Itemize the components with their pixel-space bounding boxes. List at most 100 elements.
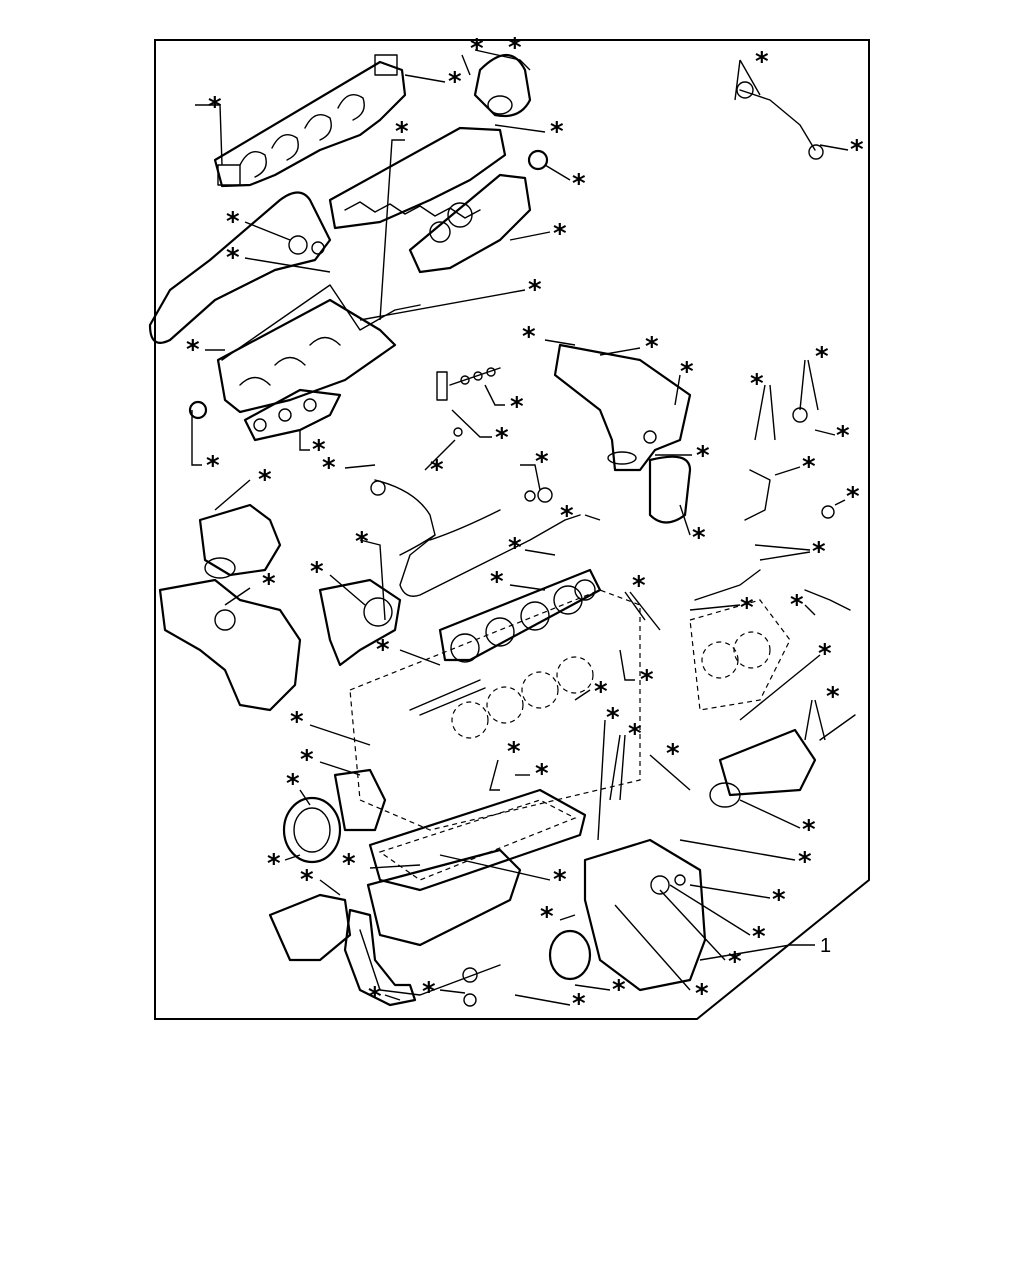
callout-18: * [484,384,524,422]
svg-text:*: * [267,849,281,879]
callout-37: * [834,482,860,512]
head-assembly [188,298,397,442]
callout-13: * [191,410,220,481]
svg-text:*: * [510,392,524,422]
callout-26: * [310,557,366,606]
callout-16: * [599,332,659,362]
svg-text:*: * [826,682,840,712]
callout-19: * [451,409,509,453]
svg-text:*: * [395,117,409,147]
callout-45: * [739,799,816,845]
svg-text:*: * [612,975,626,1005]
callout-30: * [679,504,706,553]
svg-text:*: * [752,922,766,952]
callout-20: * [424,439,456,485]
callout-58: * [286,769,311,806]
svg-text:*: * [448,67,462,97]
svg-text:*: * [740,593,754,623]
callout-60: * [290,707,371,746]
callout-27: * [560,501,601,531]
callout-44: * [804,682,840,741]
oil-dipstick-tube [221,284,421,361]
water-pump [158,578,402,712]
svg-text:*: * [553,219,567,249]
camshaft [409,679,486,716]
callout-23: * [214,465,272,511]
callout-34: * [799,342,829,411]
callout-70: * [439,854,567,895]
item-1-callout: 1 [699,935,831,961]
svg-text:*: * [645,332,659,362]
svg-text:*: * [226,207,240,237]
callout-65: * [609,719,642,801]
callout-46: * [679,839,812,877]
callout-57: * [267,849,301,879]
callout-21: * [322,453,376,483]
callout-48: * [669,884,766,952]
callout-24: * [224,569,276,606]
callout-9: * [226,207,291,241]
callout-28: * [508,533,556,563]
callout-50: * [614,904,709,1009]
svg-text:*: * [422,977,436,1007]
callout-31: * [734,47,769,101]
callout-6: * [544,164,586,199]
svg-text:*: * [522,322,536,352]
intake-manifold-gasket [328,126,507,230]
callout-53: * [540,902,576,932]
callout-5: * [494,117,564,147]
callout-54: * [422,977,466,1007]
callout-52: * [514,989,586,1019]
callout-15: * [522,322,576,352]
svg-text:*: * [490,567,504,597]
svg-text:*: * [310,557,324,587]
exhaust-manifold [213,54,407,188]
svg-text:*: * [262,569,276,599]
svg-text:*: * [300,865,314,895]
svg-text:*: * [286,769,300,799]
svg-text:*: * [550,117,564,147]
item-number-label: 1 [820,935,831,957]
callout-47: * [689,884,786,915]
callout-25: * [355,527,386,621]
callout-41: * [619,649,654,695]
svg-text:*: * [572,989,586,1019]
svg-text:*: * [750,369,764,399]
svg-text:*: * [186,335,200,365]
callout-49: * [659,889,742,977]
callout-35: * [814,421,850,451]
callout-22: * [520,447,549,491]
callout-63: * [574,677,608,707]
callout-42: * [790,590,816,620]
callout-1: * [195,92,223,166]
callout-11: * [359,275,542,321]
svg-text:*: * [846,482,860,512]
coolant-pipes [268,893,478,1007]
oil-pan [359,848,522,996]
oil-filter-housing [553,343,692,524]
svg-text:*: * [728,947,742,977]
svg-text:*: * [836,421,850,451]
svg-text:*: * [632,571,646,601]
svg-text:*: * [553,865,567,895]
svg-text:*: * [695,979,709,1009]
svg-text:*: * [628,719,642,749]
svg-text:*: * [535,447,549,477]
svg-text:*: * [430,455,444,485]
injector-assembly [436,367,501,437]
svg-text:*: * [818,639,832,669]
exhaust-flange-gasket [473,54,532,118]
callout-12: * [186,335,225,365]
flywheel-housing [548,838,707,992]
svg-text:*: * [258,465,272,495]
svg-text:*: * [528,275,542,305]
callout-29: * [655,441,710,471]
svg-text:*: * [206,451,220,481]
svg-text:*: * [495,423,509,453]
svg-text:*: * [666,739,680,769]
svg-text:*: * [507,737,521,767]
svg-text:*: * [355,527,369,557]
svg-text:*: * [508,533,522,563]
svg-text:*: * [692,523,706,553]
